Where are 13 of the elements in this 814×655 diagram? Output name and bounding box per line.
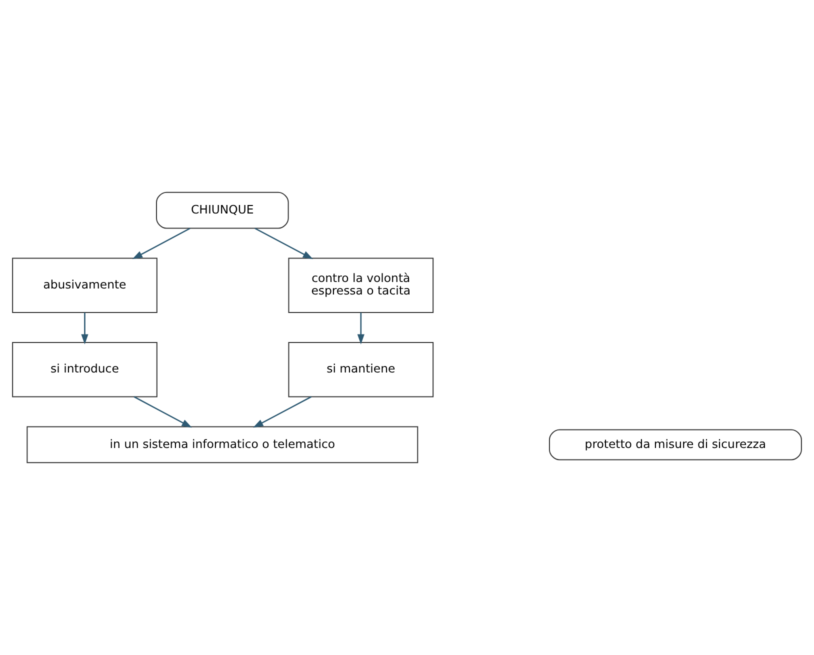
arrow <box>134 396 192 428</box>
node-box: si introduce <box>12 342 158 398</box>
node-box: protetto da misure di sicurezza <box>548 429 802 460</box>
arrow <box>81 312 88 344</box>
arrow <box>253 396 312 428</box>
arrow <box>132 228 190 260</box>
node-box: abusivamente <box>12 258 158 313</box>
node-box: CHIUNQUE <box>156 192 289 229</box>
node-box: si mantiene <box>288 342 434 398</box>
arrow <box>254 228 314 260</box>
node-box: contro la volontà espressa o tacita <box>288 258 434 313</box>
arrow <box>357 312 364 344</box>
node-box: in un sistema informatico o telematico <box>26 426 418 464</box>
